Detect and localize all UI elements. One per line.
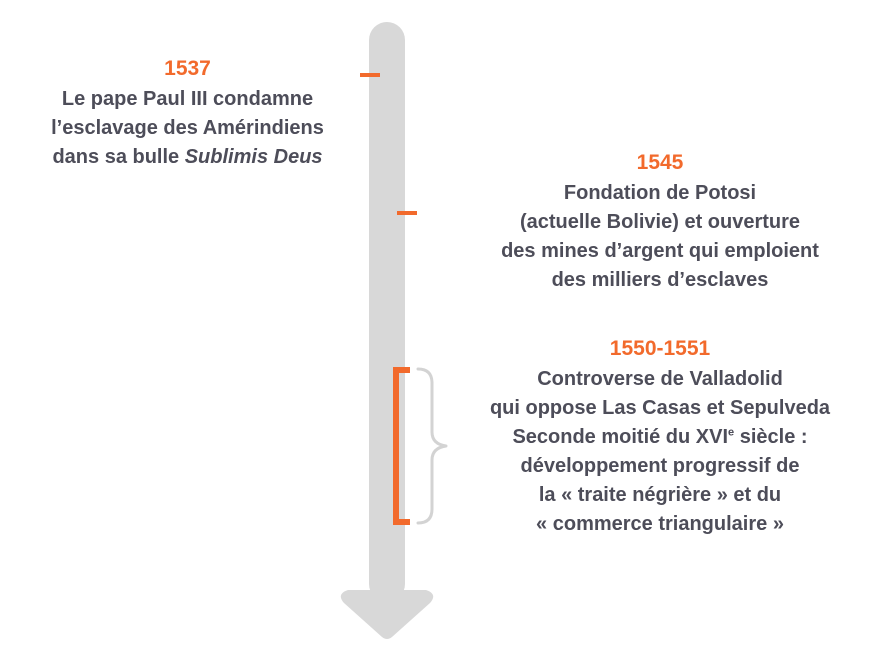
tick-1545 [397, 211, 417, 215]
event-text-line: (actuelle Bolivie) et ouverture [519, 211, 801, 233]
event-text-line: l’esclavage des Amérindiens [51, 117, 324, 139]
event-text-plain: siècle : [734, 426, 808, 448]
event-text-line: Seconde moitié du XVIe siècle : [440, 423, 869, 452]
event-1537: 1537 Le pape Paul III condamne l’esclava… [10, 54, 365, 172]
century-superscript: e [728, 426, 735, 439]
period-bracket [393, 367, 410, 525]
event-text-line: développement progressif de [520, 455, 800, 477]
event-text-line: des mines d’argent qui emploient [501, 240, 819, 262]
event-year: 1550-1551 [609, 337, 711, 360]
event-text-plain: dans sa bulle [52, 146, 185, 168]
event-text-italic: Sublimis Deus [184, 146, 323, 168]
event-text-line: « commerce triangulaire » [536, 513, 784, 535]
event-text-line: Controverse de Valladolid [537, 368, 783, 390]
event-text-line: dans sa bulle Sublimis Deus [10, 143, 365, 172]
event-text-line: Le pape Paul III condamne [61, 88, 314, 110]
event-text-plain: Seconde moitié du XVI [512, 426, 729, 448]
event-text-line: Fondation de Potosi [563, 182, 757, 204]
event-1545: 1545 Fondation de Potosi (actuelle Boliv… [450, 148, 869, 295]
event-year: 1545 [636, 151, 684, 174]
timeline-shaft [369, 22, 405, 602]
tick-1537 [360, 73, 380, 77]
event-text-line: la « traite négrière » et du [538, 484, 782, 506]
event-1550-1551: 1550-1551 Controverse de Valladolid qui … [440, 334, 869, 539]
event-year: 1537 [164, 57, 211, 80]
event-text-line: qui oppose Las Casas et Sepulveda [489, 397, 831, 419]
event-text-line: des milliers d’esclaves [551, 269, 769, 291]
period-brace [416, 367, 448, 525]
timeline-arrowhead [340, 590, 434, 639]
